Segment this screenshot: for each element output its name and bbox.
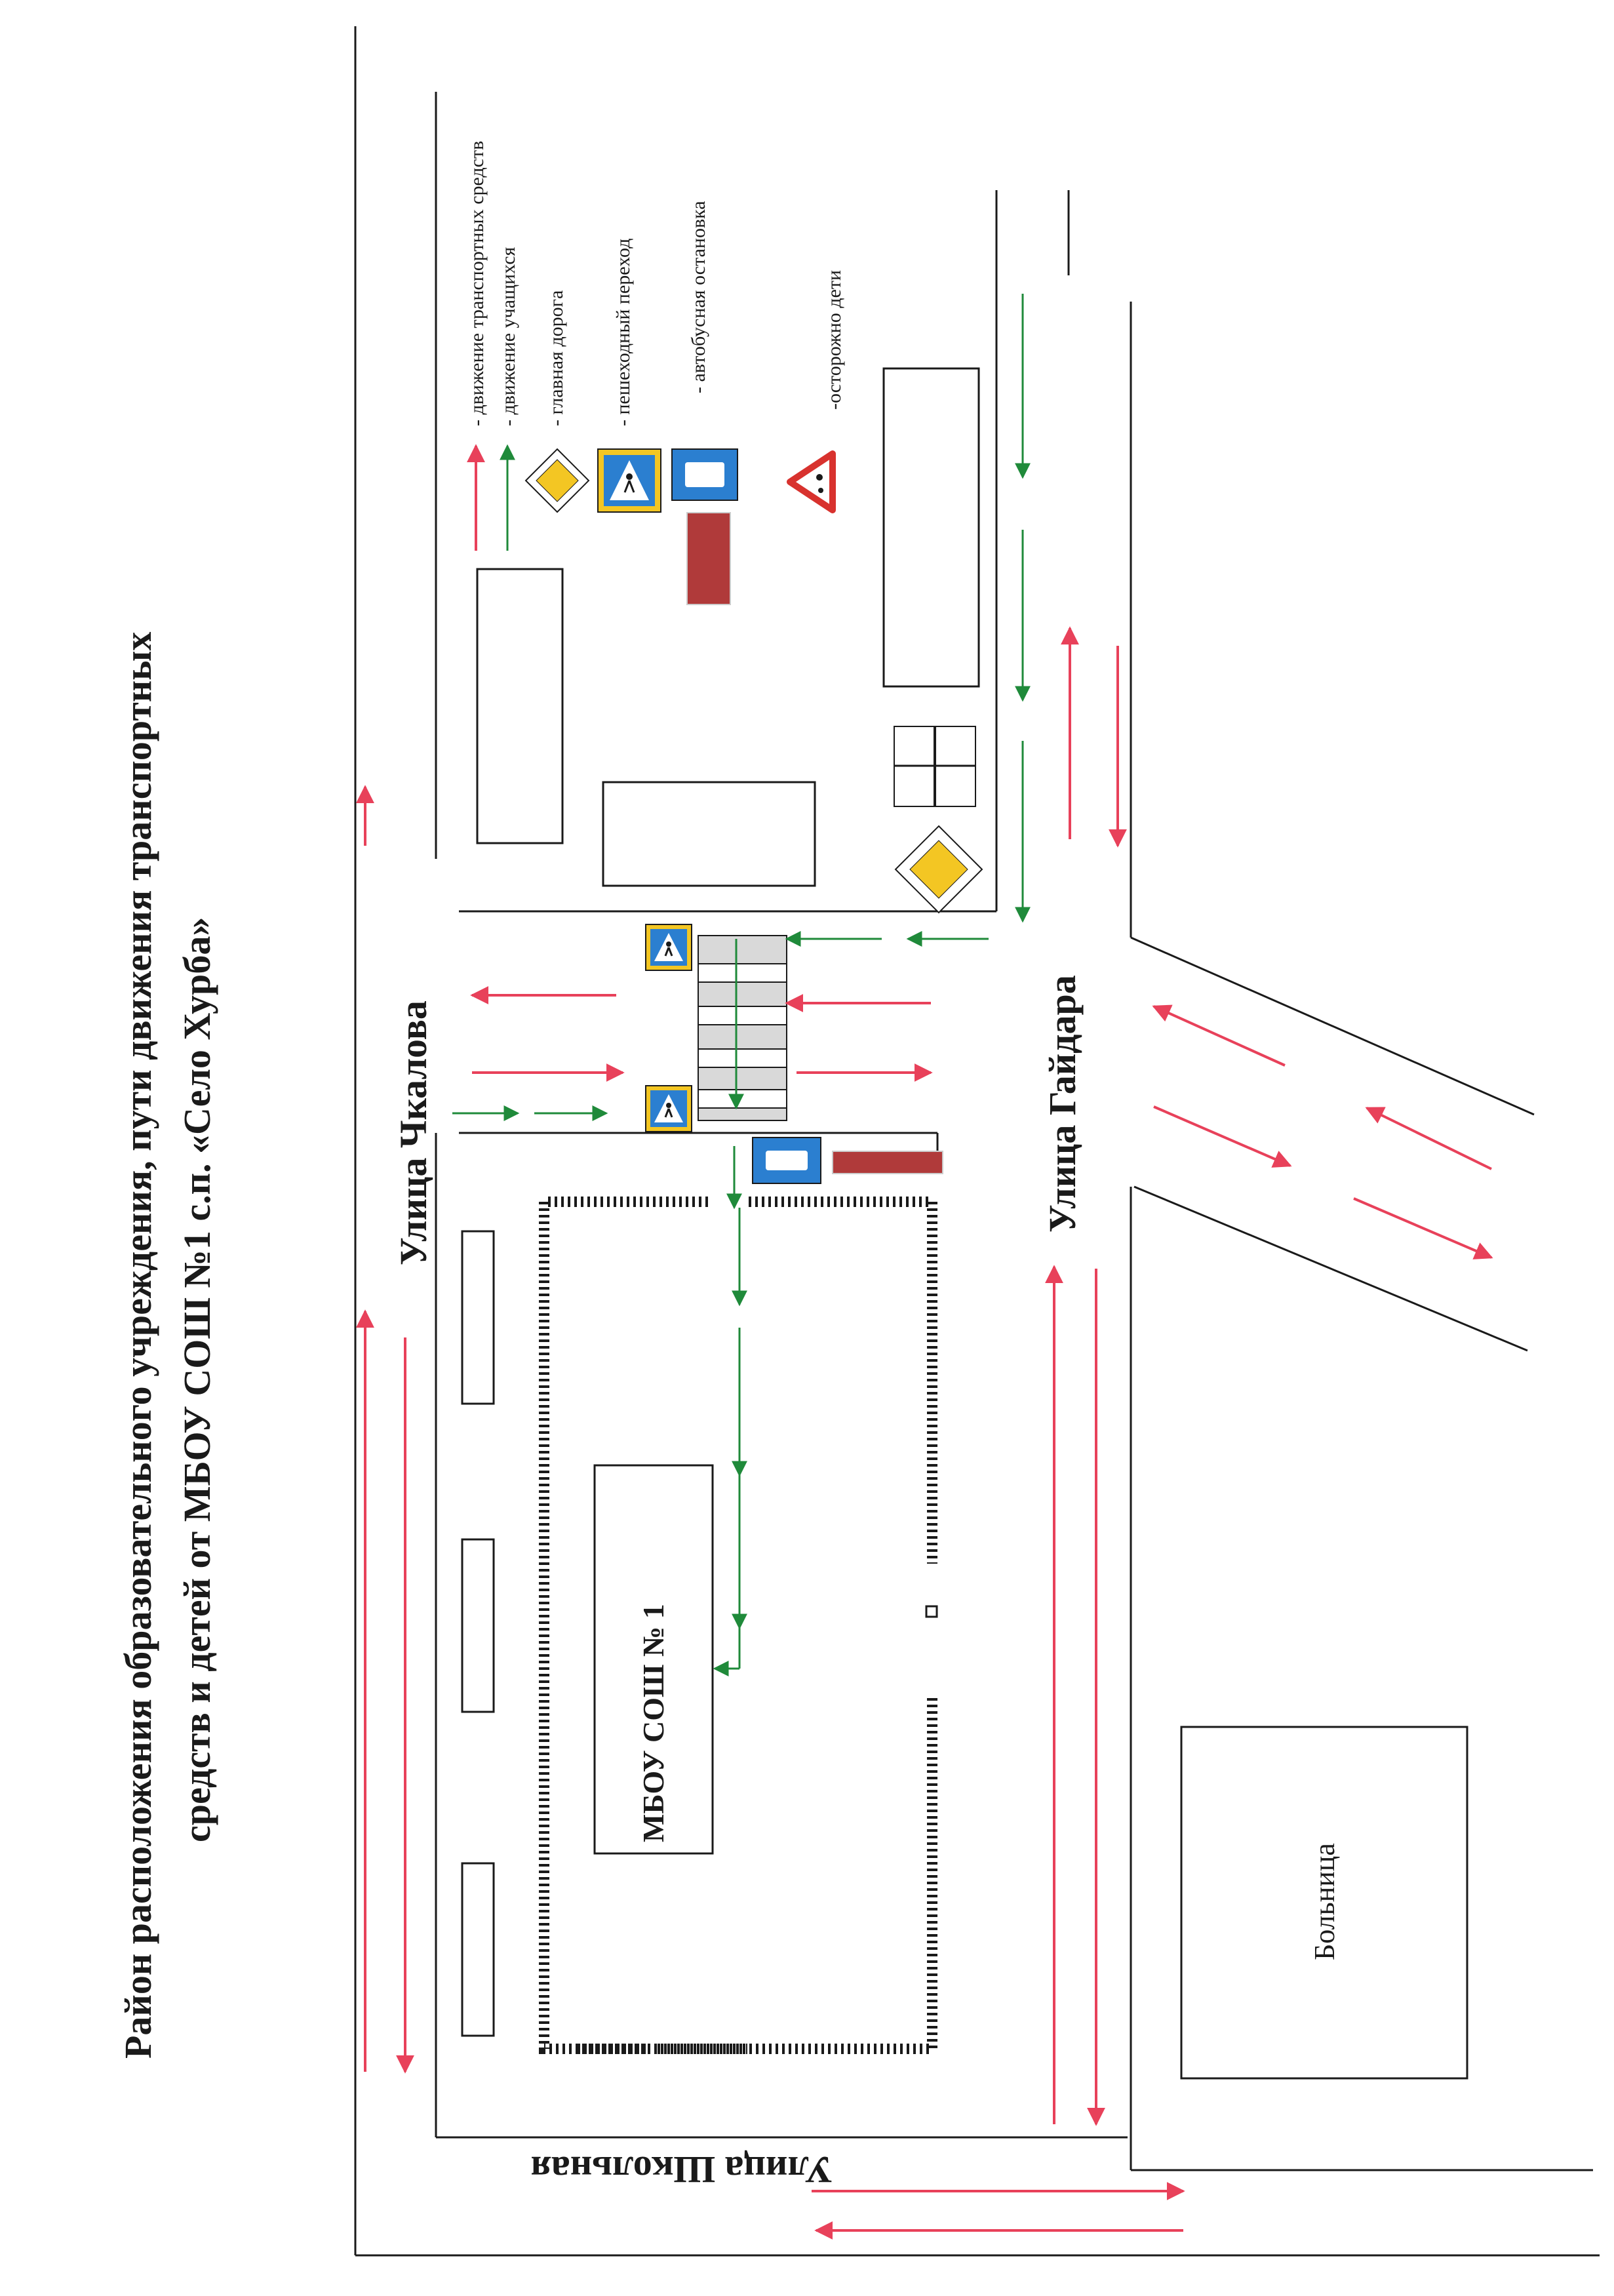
building-north-1 [476,568,564,844]
school-building [593,1464,714,1855]
legend-crossing: - пешеходный переход [597,239,661,513]
building-west-1 [461,1230,495,1405]
map-title: Район расположения образовательного учре… [117,631,218,2059]
building-north-3 [882,367,980,688]
title-line-2: средств и детей от МБОУ СОШ №1 с.п. «Сел… [176,917,218,1842]
legend-main-road: - главная дорога [524,290,590,513]
building-north-2 [602,781,816,887]
legend-children: -осторожно дети [787,270,845,513]
hospital-label: Больница [1309,1843,1341,1960]
buildings [461,367,1468,2080]
legend: - движение транспортных средств - движен… [466,141,845,605]
legend-bus-stop: - автобусная остановка [671,201,738,605]
bus-stop-bar [832,1151,943,1174]
street-gaidara-label: Улица Гайдара [1041,975,1084,1233]
school-fence [539,1197,938,2054]
street-chkalova-label: Улица Чкалова [392,1000,435,1265]
school-label: МБОУ СОШ № 1 [637,1604,670,1842]
legend-students-label: - движение учащихся [498,247,519,426]
main-road-sign [894,726,983,914]
building-west-2 [461,1538,495,1713]
legend-transport-label: - движение транспортных средств [466,141,488,426]
building-west-3 [461,1862,495,2037]
bus-stop-bar-icon [686,512,731,605]
pedestrian-crossing-sign [645,1085,692,1132]
transport-arrows [356,626,1493,2240]
pedestrian-crossing [698,935,787,1121]
hospital-building [1180,1726,1468,2080]
street-shkolnaya-label: Улица Школьная [531,2148,833,2191]
children-warning-icon [787,450,836,513]
legend-bus-stop-label: - автобусная остановка [688,201,709,393]
pedestrian-crossing-sign [645,924,692,971]
legend-children-label: -осторожно дети [823,270,845,410]
road-outlines [354,26,1600,2257]
student-arrows [452,294,1031,1676]
legend-crossing-label: - пешеходный переход [612,239,634,426]
title-line-1: Район расположения образовательного учре… [117,631,159,2059]
legend-transport: - движение транспортных средств [466,141,488,551]
bus-stop-sign [752,1137,821,1184]
legend-main-road-label: - главная дорога [545,290,567,426]
legend-students: - движение учащихся [498,247,519,551]
